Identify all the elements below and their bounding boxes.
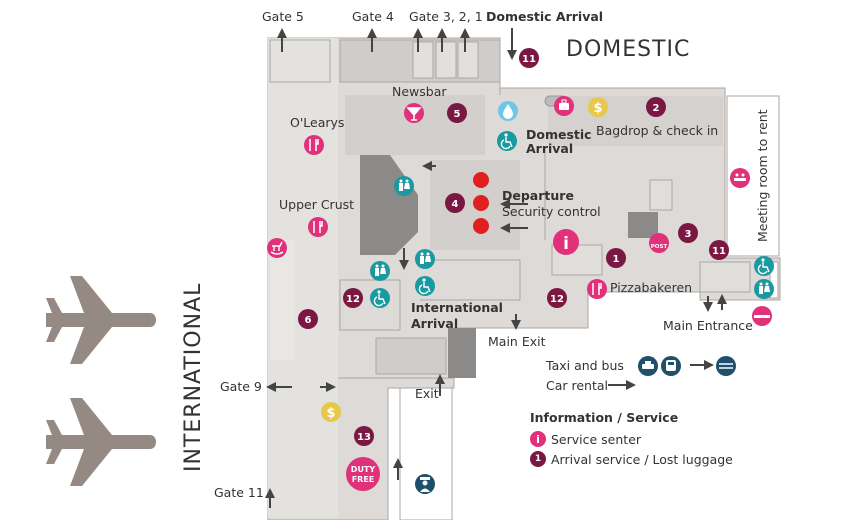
gate-321-label: Gate 3, 2, 1	[409, 9, 483, 24]
legend: Information / Service i Service senter 1…	[530, 410, 770, 467]
play-area-icon	[267, 238, 287, 258]
badge-4: 4	[445, 193, 465, 213]
svg-text:$: $	[326, 406, 335, 421]
legend-service-row: i Service senter	[530, 431, 770, 447]
domestic-arrival-label-2: Arrival	[526, 141, 573, 156]
bus-icon	[661, 356, 681, 376]
toilet-icon	[394, 176, 414, 196]
badge-1: 1	[606, 248, 626, 268]
newsbar-label: Newsbar	[392, 84, 447, 99]
floor-plan	[267, 37, 781, 520]
olearys-label: O'Learys	[290, 115, 344, 130]
legend-service-label: Service senter	[551, 431, 642, 447]
svg-text:1: 1	[613, 254, 620, 265]
domestic-arrival-top-label: Domestic Arrival	[486, 9, 603, 24]
car-rental-label: Car rental	[546, 378, 608, 393]
wheelchair-icon	[370, 288, 390, 308]
svg-text:11: 11	[522, 54, 536, 65]
security-control-label: Security control	[502, 204, 601, 219]
svg-text:FREE: FREE	[352, 475, 375, 484]
svg-text:i: i	[563, 234, 569, 254]
international-label: INTERNATIONAL	[181, 283, 206, 472]
security-checkpoint-icon	[473, 218, 489, 234]
gate-4-label: Gate 4	[352, 9, 394, 24]
airport-express-icon	[716, 356, 736, 376]
bagdrop-label: Bagdrop & check in	[596, 123, 718, 138]
security-checkpoint-icon	[473, 172, 489, 188]
pizzabakeren-label: Pizzabakeren	[610, 280, 692, 295]
svg-text:12: 12	[550, 294, 564, 305]
badge-12-center: 12	[547, 288, 567, 308]
svg-text:2: 2	[653, 103, 660, 114]
service-center-icon: i	[530, 431, 546, 447]
toilet-icon	[415, 249, 435, 269]
gate-markers	[265, 28, 727, 508]
currency-exchange-icon: $	[588, 97, 608, 117]
badge-2: 2	[646, 97, 666, 117]
svg-text:POST: POST	[651, 244, 668, 250]
bagdrop-area	[548, 96, 723, 146]
svg-text:$: $	[593, 101, 602, 116]
svg-text:4: 4	[452, 199, 459, 210]
toilet-icon	[754, 279, 774, 299]
badge-6: 6	[298, 309, 318, 329]
legend-arrival-row: 1 Arrival service / Lost luggage	[530, 451, 770, 467]
badge-11-right: 11	[709, 240, 729, 260]
badge-13: 13	[354, 426, 374, 446]
arrival-service-badge: 1	[530, 451, 546, 467]
international-arrival-label-1: International	[411, 300, 503, 315]
restaurant-icon	[304, 135, 324, 155]
customs-icon	[415, 474, 435, 494]
security-checkpoint-icon	[473, 195, 489, 211]
legend-arrival-label: Arrival service / Lost luggage	[551, 451, 733, 467]
airplane-icon	[46, 276, 156, 364]
wheelchair-icon	[497, 131, 517, 151]
departure-label: Departure	[502, 188, 574, 203]
wheelchair-icon	[754, 256, 774, 276]
svg-text:11: 11	[712, 246, 726, 257]
gate-9-label: Gate 9	[220, 379, 262, 394]
duty-free-icon: DUTY FREE	[346, 457, 380, 491]
luggage-icon	[554, 96, 574, 116]
taxi-icon	[638, 356, 658, 376]
currency-exchange-icon: $	[321, 402, 341, 422]
badge-12-left: 12	[343, 288, 363, 308]
taxi-bus-label: Taxi and bus	[545, 358, 624, 373]
meeting-room-label: Meeting room to rent	[755, 109, 770, 242]
service-center-icon: i	[553, 229, 579, 255]
post-icon: POST	[649, 233, 669, 253]
badge-3: 3	[678, 223, 698, 243]
meeting-icon	[730, 168, 750, 188]
water-drop-icon	[498, 101, 518, 121]
wheelchair-icon	[415, 276, 435, 296]
toilet-icon	[370, 261, 390, 281]
svg-text:5: 5	[454, 109, 461, 120]
badge-5: 5	[447, 103, 467, 123]
cocktail-icon	[404, 103, 424, 123]
main-exit-label: Main Exit	[488, 334, 546, 349]
gate-11-label: Gate 11	[214, 485, 264, 500]
svg-text:13: 13	[357, 432, 371, 443]
main-entrance-label: Main Entrance	[663, 318, 753, 333]
restaurant-icon	[308, 217, 328, 237]
airplane-icon	[46, 398, 156, 486]
svg-text:3: 3	[685, 229, 692, 240]
smoking-area-icon	[752, 306, 772, 326]
upper-crust-label: Upper Crust	[279, 197, 354, 212]
svg-text:12: 12	[346, 294, 360, 305]
badge-11-top: 11	[519, 48, 539, 68]
gate-5-label: Gate 5	[262, 9, 304, 24]
international-arrival-label-2: Arrival	[411, 316, 458, 331]
domestic-label: DOMESTIC	[566, 37, 690, 62]
svg-text:DUTY: DUTY	[351, 465, 376, 474]
svg-text:6: 6	[305, 315, 312, 326]
exit-label: Exit	[415, 386, 439, 401]
domestic-arrival-label-1: Domestic	[526, 127, 592, 142]
exit-corridor	[399, 387, 453, 520]
restaurant-icon	[587, 279, 607, 299]
legend-title: Information / Service	[530, 410, 679, 425]
